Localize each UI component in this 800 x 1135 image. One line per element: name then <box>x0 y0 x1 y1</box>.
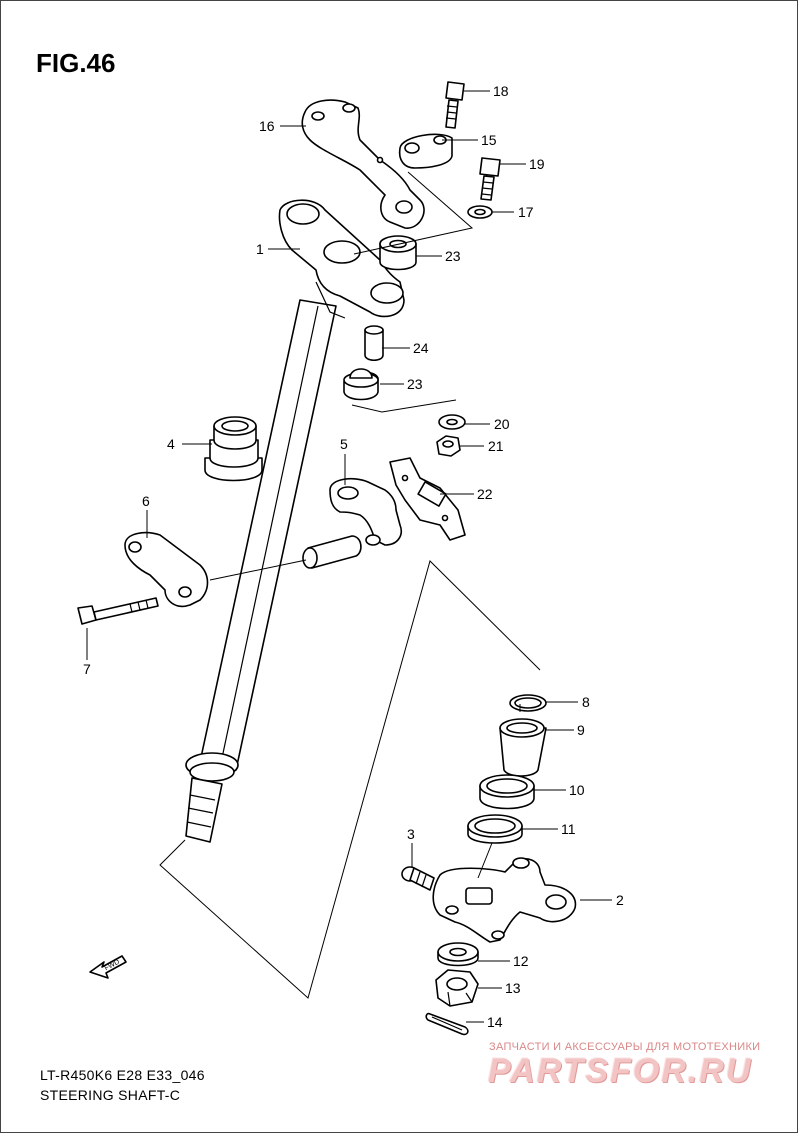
callout-11: 11 <box>561 821 576 837</box>
bearing-10[interactable] <box>479 774 535 810</box>
callout-2: 2 <box>616 892 624 908</box>
cushion-23-upper[interactable] <box>379 235 417 271</box>
washer-17[interactable] <box>467 205 493 219</box>
bushing-9[interactable] <box>499 718 547 777</box>
shaft-holder-5[interactable] <box>329 477 402 546</box>
callout-23-upper: 23 <box>445 248 461 264</box>
callout-7: 7 <box>83 661 91 677</box>
callout-8: 8 <box>582 694 590 710</box>
callout-24: 24 <box>413 340 429 356</box>
bolt-18[interactable] <box>445 81 465 129</box>
collar-24[interactable] <box>364 325 384 362</box>
callout-1: 1 <box>256 241 264 257</box>
steering-shaft[interactable] <box>185 199 405 843</box>
bolt-7[interactable] <box>77 597 159 625</box>
model-code: LT-R450K6 E28 E33_046 <box>40 1067 205 1083</box>
fwd-arrow-icon: FWD <box>89 955 127 979</box>
bolt-19[interactable] <box>479 157 501 201</box>
shaft-holder-6[interactable] <box>124 531 209 608</box>
callout-22: 22 <box>477 486 493 502</box>
figure-subtitle: STEERING SHAFT-C <box>40 1087 181 1103</box>
callout-17: 17 <box>518 204 534 220</box>
steering-arm-2[interactable] <box>432 857 577 943</box>
nut-21[interactable] <box>436 435 461 457</box>
callout-20: 20 <box>494 416 510 432</box>
callout-13: 13 <box>505 980 521 996</box>
callout-6: 6 <box>142 493 150 509</box>
oil-seal-8[interactable] <box>509 694 547 712</box>
bearing-11[interactable] <box>467 814 523 844</box>
watermark-logo: PARTSFOR.RU <box>488 1052 753 1090</box>
callout-15: 15 <box>481 132 497 148</box>
figure-title: FIG.46 <box>36 48 116 78</box>
callout-19: 19 <box>529 156 545 172</box>
callout-12: 12 <box>513 953 529 969</box>
callout-16: 16 <box>259 118 275 134</box>
washer-20[interactable] <box>438 414 466 430</box>
nut-13[interactable] <box>435 969 479 1007</box>
callout-14: 14 <box>487 1014 503 1030</box>
collar[interactable] <box>302 535 362 569</box>
assembly-lines <box>159 139 541 999</box>
callout-labels: 1 2 3 4 5 6 7 8 9 10 11 12 13 14 15 16 1… <box>83 83 624 1030</box>
callout-4: 4 <box>167 436 175 452</box>
callout-9: 9 <box>577 722 585 738</box>
callout-10: 10 <box>569 782 585 798</box>
watermark-tagline: ЗАПЧАСТИ И АКСЕССУАРЫ ДЛЯ МОТОТЕХНИКИ <box>489 1041 761 1053</box>
callout-5: 5 <box>340 436 348 452</box>
bolt-3[interactable] <box>401 866 435 891</box>
handlebar-holder-lower[interactable] <box>301 99 425 229</box>
cotter-pin-14[interactable] <box>425 1012 469 1036</box>
callout-23-lower: 23 <box>407 376 423 392</box>
bracket-22[interactable] <box>389 457 466 541</box>
cushion-23-lower[interactable] <box>343 368 379 401</box>
washer-12[interactable] <box>437 942 479 967</box>
callout-18: 18 <box>493 83 509 99</box>
callout-3: 3 <box>407 826 415 842</box>
dust-seal-4[interactable] <box>204 416 263 482</box>
leader-lines <box>86 90 612 1023</box>
handlebar-holder-upper[interactable] <box>398 133 453 169</box>
callout-21: 21 <box>488 438 504 454</box>
